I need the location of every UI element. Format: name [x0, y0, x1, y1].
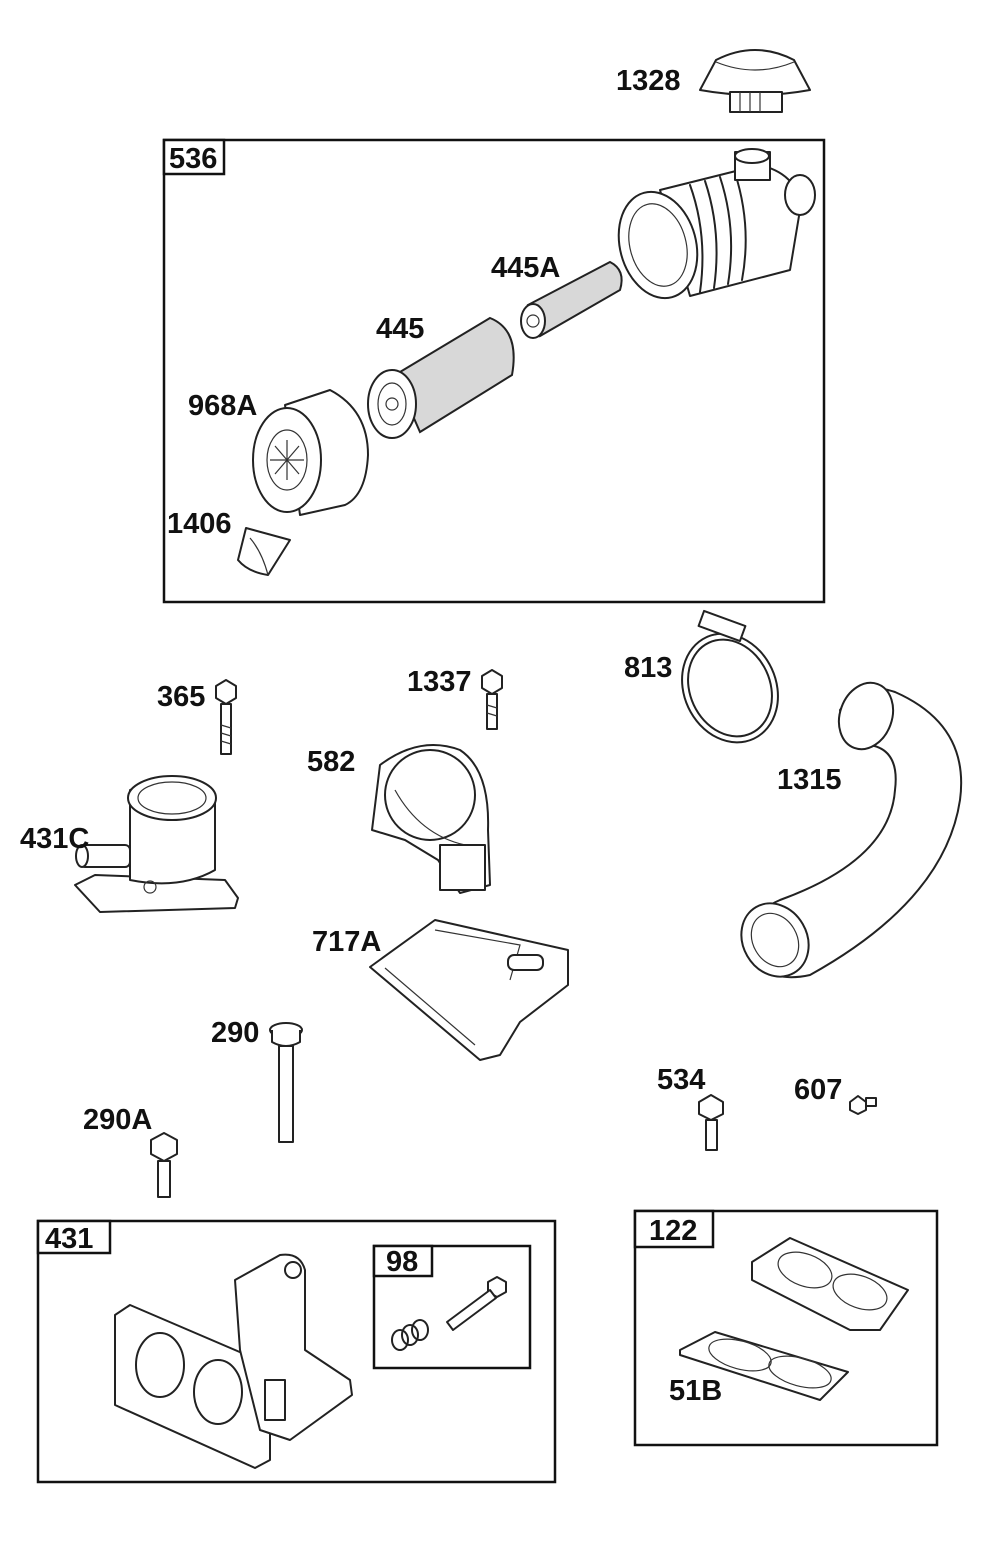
part-1337-bolt — [481, 669, 503, 730]
part-431-throttle-assembly — [114, 1253, 353, 1469]
assembly-box-122 — [633, 1209, 939, 1447]
part-968A-cover — [252, 389, 369, 516]
part-445-filter — [367, 316, 515, 439]
label-813: 813 — [624, 652, 672, 684]
part-51B-gasket — [679, 1331, 849, 1401]
part-290A-bolt — [150, 1132, 178, 1198]
label-607: 607 — [794, 1074, 842, 1106]
label-445: 445 — [376, 313, 424, 345]
assembly-tab-431 — [36, 1219, 112, 1255]
label-98: 98 — [386, 1246, 418, 1278]
part-431C-throttle-body — [74, 775, 239, 913]
part-1328-cap — [699, 49, 811, 113]
part-582-bracket — [371, 744, 491, 894]
label-290A: 290A — [83, 1104, 152, 1136]
part-1315-hose — [740, 681, 963, 979]
label-1337: 1337 — [407, 666, 472, 698]
assembly-box-431 — [36, 1219, 557, 1484]
part-290-bolt — [269, 1022, 303, 1143]
label-534: 534 — [657, 1064, 705, 1096]
part-air-cleaner-housing — [617, 148, 816, 300]
label-365: 365 — [157, 681, 205, 713]
label-968A: 968A — [188, 390, 257, 422]
assembly-tab-98 — [372, 1244, 434, 1278]
label-51B: 51B — [669, 1375, 722, 1407]
label-431: 431 — [45, 1223, 93, 1255]
part-365-bolt — [215, 679, 237, 755]
part-98-screw-spring — [391, 1276, 507, 1351]
assembly-box-536 — [162, 138, 826, 604]
part-1406-valve — [237, 527, 291, 576]
label-1315: 1315 — [777, 764, 842, 796]
part-534-bolt — [698, 1094, 724, 1151]
label-1328: 1328 — [616, 65, 681, 97]
label-290: 290 — [211, 1017, 259, 1049]
label-122: 122 — [649, 1215, 697, 1247]
assembly-tab-536 — [162, 138, 226, 176]
part-607-screw — [849, 1095, 877, 1115]
part-122-gasket — [751, 1237, 909, 1331]
label-536: 536 — [169, 143, 217, 175]
label-582: 582 — [307, 746, 355, 778]
label-431C: 431C — [20, 823, 89, 855]
assembly-tab-122 — [633, 1209, 715, 1249]
assembly-box-98 — [372, 1244, 532, 1370]
part-717A-plate — [369, 919, 569, 1061]
label-1406: 1406 — [167, 508, 232, 540]
part-445A-inner-filter — [520, 260, 623, 339]
label-445A: 445A — [491, 252, 560, 284]
part-813-clamp — [681, 609, 779, 744]
label-717A: 717A — [312, 926, 381, 958]
